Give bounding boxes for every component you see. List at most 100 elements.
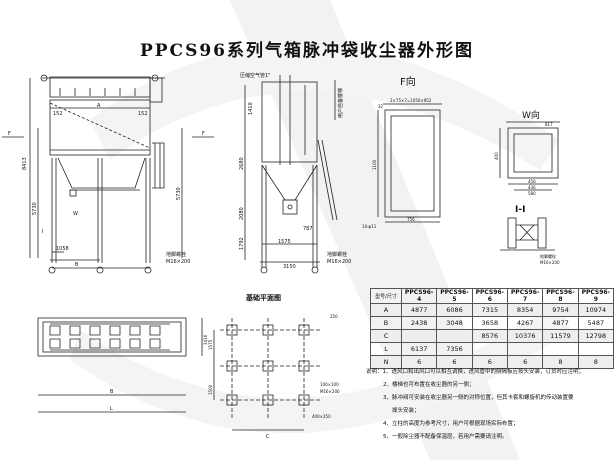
f-view-dim-side: 32 [378, 104, 384, 109]
cell: 12798 [577, 329, 614, 343]
side-view [244, 75, 338, 274]
cell [506, 342, 544, 356]
w-view-dim-400: 400 [494, 152, 499, 160]
section-title: I-I [515, 205, 525, 215]
table-header: PPCS96-7 [506, 288, 544, 304]
foundation-plan [213, 318, 320, 431]
w-view-dim-580: 580 [528, 191, 536, 196]
cell: 8576 [471, 329, 508, 343]
corner-size: 尺寸 [386, 293, 397, 300]
section-mark: I [42, 229, 43, 235]
front-dim-152-left: 152 [53, 111, 63, 117]
cell: 10376 [506, 329, 544, 343]
corner-model: 型号 [375, 293, 386, 300]
f-view-dim-top: 2×75×7=1050×952 [390, 98, 432, 103]
front-dim-right-height: 5730 [176, 187, 182, 200]
row-label: C [370, 329, 402, 343]
foundation-plan-title: 基础平面图 [245, 293, 281, 302]
row-label: N [370, 355, 402, 369]
table-header: PPCS96-9 [577, 288, 614, 304]
side-dim-787: 787 [303, 226, 313, 232]
cell: 8 [542, 355, 579, 369]
f-view [377, 103, 442, 223]
section-view [500, 217, 555, 251]
note: 5、一般除尘器不配备保温层，若用户需要请注明。 [383, 434, 508, 440]
air-pipe-label: 压缩空气管1" [240, 72, 270, 79]
front-dim-column-height: 5730 [32, 202, 38, 215]
row-label: B [370, 316, 402, 330]
arrow-f-right-label: F [202, 131, 205, 137]
f-view-height: 1100 [372, 159, 377, 170]
side-dim-1410: 1410 [248, 102, 254, 115]
cell: 6 [400, 355, 438, 369]
cell: 8354 [506, 303, 544, 317]
table-corner: 型号/尺寸 [370, 288, 402, 304]
cell: 11579 [542, 329, 579, 343]
w-view [499, 121, 560, 191]
cell: 5487 [577, 316, 614, 330]
w-view-title: W向 [522, 109, 540, 121]
cell [471, 342, 508, 356]
front-anchor-label: 地脚螺栓 [166, 251, 186, 258]
side-dim-1575: 1575 [278, 239, 291, 245]
front-dim-1058: 1058 [56, 246, 69, 252]
plan-dim-1500: 1500 [208, 384, 213, 395]
cell [542, 342, 579, 356]
note: 说明：1、进风口和出风口可以相互调换，进风管中的侧隔板应按头安装，订货时应注明； [366, 369, 585, 375]
front-dim-b: B [75, 262, 79, 268]
arrow-w-label: W [73, 211, 78, 217]
plan-dim-1575: 1575 [208, 339, 213, 350]
w-view-dim-436: 436 [528, 185, 536, 190]
table-header: PPCS96-8 [542, 288, 579, 304]
cell: 7315 [471, 303, 508, 317]
side-dim-2680: 2680 [239, 157, 245, 170]
dimension-table: 型号/尺寸 PPCS96-4 PPCS96-5 PPCS96-6 PPCS96-… [370, 288, 614, 369]
plan-pad2-label: 400×250 [312, 414, 331, 419]
note: 掉头安装； [392, 408, 420, 414]
stair-label: 用户自备楼梯 [337, 88, 344, 118]
w-view-dim-817: 817 [545, 122, 553, 127]
note: 4、立柱的高度为参考尺寸，用户可根据现场实际布置； [383, 421, 519, 427]
cell: 8 [577, 355, 614, 369]
plan-dim-b: B [110, 389, 114, 395]
cell: 6 [471, 355, 508, 369]
cell: 3048 [436, 316, 473, 330]
cell: 6 [506, 355, 544, 369]
cell: 2438 [400, 316, 438, 330]
plan-dim-l: L [110, 406, 113, 412]
plan-pad-label: 100×100 [320, 382, 339, 387]
table-header: PPCS96-6 [471, 288, 508, 304]
section-anchor-spec: M16×200 [540, 260, 560, 265]
table-header: PPCS96-4 [400, 288, 438, 304]
front-view [2, 74, 214, 274]
cell: 4877 [542, 316, 579, 330]
side-dim-2080: 2080 [239, 207, 245, 220]
side-anchor-spec: M16×200 [327, 259, 351, 265]
cell: 10974 [577, 303, 614, 317]
front-dim-total-height: 8413 [22, 157, 28, 170]
front-dim-152-right: 152 [138, 111, 148, 117]
side-dim-1792: 1792 [239, 237, 245, 250]
page-title: PPCS96系列气箱脉冲袋收尘器外形图 [139, 41, 475, 61]
f-view-hole-label: 14-φ11 [362, 224, 377, 229]
side-anchor-label: 地脚螺栓 [327, 251, 347, 258]
section-anchor-label: 地脚螺栓 [540, 253, 556, 259]
f-view-title: F向 [400, 75, 416, 88]
row-label: L [370, 342, 402, 356]
plan-dim-c: C [266, 434, 270, 440]
note: 2、楼梯也可布置在收尘器的另一侧； [383, 382, 475, 388]
cell: 9754 [542, 303, 579, 317]
cell: 3658 [471, 316, 508, 330]
front-dim-a: A [97, 103, 101, 109]
side-dim-3150: 3150 [283, 264, 296, 270]
front-anchor-spec: M16×200 [166, 259, 190, 265]
table-header: PPCS96-5 [436, 288, 473, 304]
cell: 4877 [400, 303, 438, 317]
